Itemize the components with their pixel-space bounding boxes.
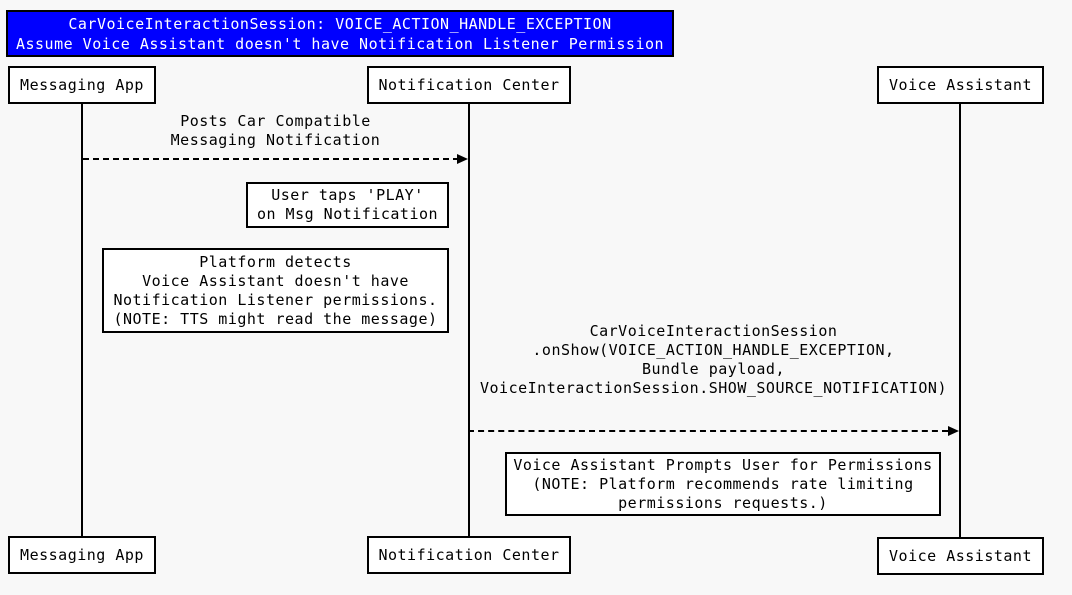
- participant-bottom-voice-assistant: Voice Assistant: [877, 537, 1044, 575]
- note-platform-detects: Platform detects Voice Assistant doesn't…: [102, 248, 449, 333]
- participant-label: Messaging App: [20, 546, 144, 564]
- note-line: User taps 'PLAY': [271, 186, 424, 204]
- title-line: Assume Voice Assistant doesn't have Noti…: [15, 34, 665, 53]
- note-line: Platform detects: [199, 252, 352, 271]
- message-1-label: Posts Car Compatible Messaging Notificat…: [83, 112, 468, 150]
- lifeline-notification-center: [468, 104, 470, 536]
- message-1-dashed-line: [83, 158, 459, 160]
- message-2-label: CarVoiceInteractionSession .onShow(VOICE…: [468, 322, 959, 398]
- note-line: permissions requests.): [618, 493, 828, 512]
- note-line: (NOTE: Platform recommends rate limiting: [532, 474, 914, 493]
- participant-label: Voice Assistant: [889, 76, 1032, 94]
- note-line: Voice Assistant Prompts User for Permiss…: [513, 455, 933, 474]
- message-line: Posts Car Compatible: [180, 112, 371, 130]
- participant-label: Notification Center: [378, 76, 560, 94]
- participant-top-messaging-app: Messaging App: [8, 66, 156, 104]
- lifeline-messaging-app: [81, 104, 83, 536]
- diagram-title-banner: CarVoiceInteractionSession: VOICE_ACTION…: [6, 10, 674, 57]
- participant-bottom-notification-center: Notification Center: [367, 536, 571, 574]
- message-line: .onShow(VOICE_ACTION_HANDLE_EXCEPTION,: [532, 341, 895, 359]
- lifeline-voice-assistant: [959, 104, 961, 537]
- message-line: Bundle payload,: [642, 360, 785, 378]
- participant-label: Voice Assistant: [889, 547, 1032, 565]
- participant-bottom-messaging-app: Messaging App: [8, 536, 156, 574]
- participant-top-notification-center: Notification Center: [367, 66, 571, 104]
- title-line: CarVoiceInteractionSession: VOICE_ACTION…: [68, 14, 612, 33]
- note-line: on Msg Notification: [256, 205, 439, 223]
- message-1-arrowhead: [457, 154, 468, 164]
- message-2-arrowhead: [948, 426, 959, 436]
- note-line: (NOTE: TTS might read the message): [113, 309, 438, 328]
- note-voice-assistant-prompts: Voice Assistant Prompts User for Permiss…: [505, 452, 941, 516]
- message-line: CarVoiceInteractionSession: [589, 322, 838, 340]
- note-user-taps-play: User taps 'PLAY' on Msg Notification: [246, 182, 449, 228]
- note-line: Notification Listener permissions.: [113, 290, 438, 309]
- participant-label: Notification Center: [378, 546, 560, 564]
- participant-label: Messaging App: [20, 76, 144, 94]
- message-line: VoiceInteractionSession.SHOW_SOURCE_NOTI…: [479, 379, 947, 397]
- message-line: Messaging Notification: [170, 131, 381, 149]
- message-2-dashed-line: [468, 430, 948, 432]
- participant-top-voice-assistant: Voice Assistant: [877, 66, 1044, 104]
- note-line: Voice Assistant doesn't have: [142, 271, 409, 290]
